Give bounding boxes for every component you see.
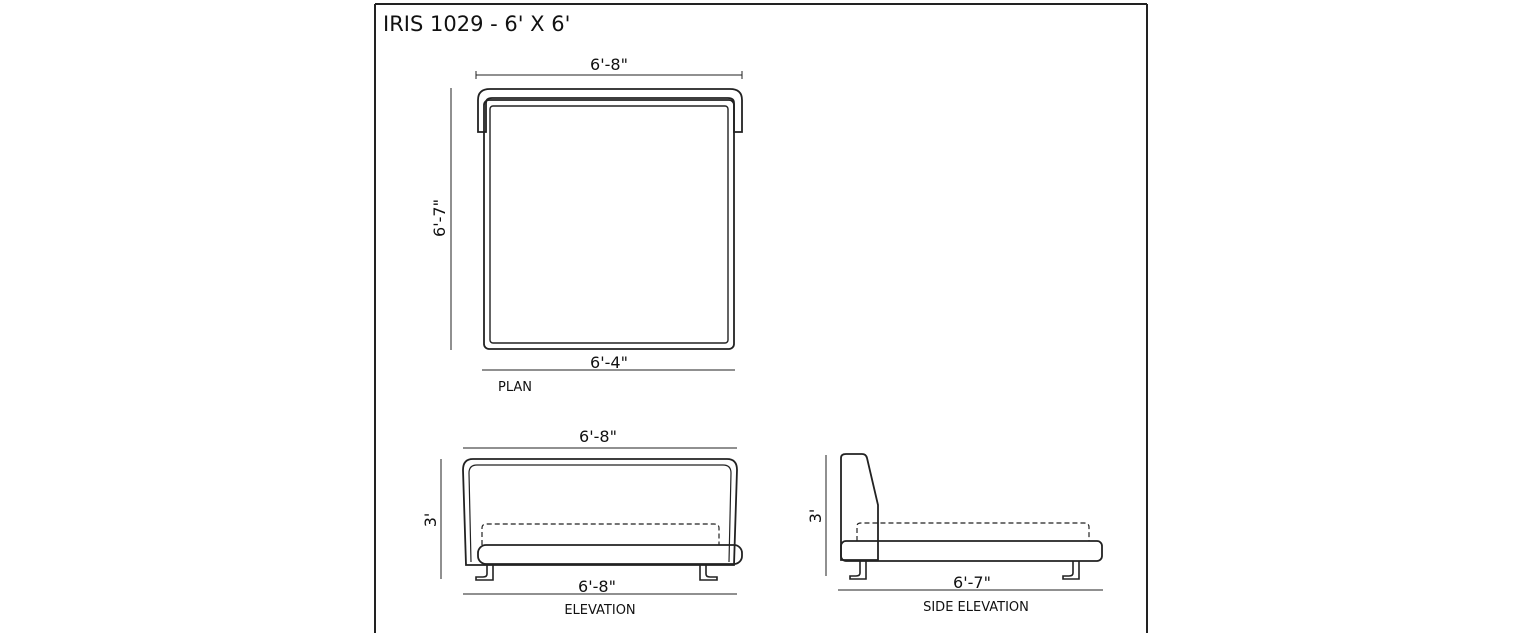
side-elevation-back-leg bbox=[1062, 561, 1080, 580]
plan-bottom-dimension: 6'-4" bbox=[590, 353, 628, 372]
plan-view: 6'-8" 6'-7" 6'-4" PLAN bbox=[430, 55, 743, 395]
plan-label: PLAN bbox=[498, 380, 532, 395]
side-elevation-headboard bbox=[840, 453, 879, 561]
plan-top-dimension: 6'-8" bbox=[590, 55, 628, 74]
side-elevation-bottom-dimension: 6'-7" bbox=[953, 573, 991, 592]
elevation-view: 6'-8" 3' 6'-8" ELEVATION bbox=[421, 427, 743, 618]
plan-bed-frame bbox=[483, 99, 735, 350]
plan-headboard bbox=[477, 88, 743, 133]
elevation-right-leg bbox=[699, 564, 718, 581]
side-elevation-mattress bbox=[856, 522, 1090, 541]
elevation-base bbox=[477, 544, 743, 565]
plan-mattress bbox=[489, 105, 729, 344]
elevation-mattress bbox=[481, 523, 720, 545]
side-elevation-view: 3' 6'-7" SIDE ELEVATION bbox=[806, 453, 1103, 615]
elevation-label: ELEVATION bbox=[564, 603, 635, 618]
side-elevation-front-leg bbox=[849, 561, 867, 580]
elevation-headboard bbox=[462, 458, 738, 566]
side-elevation-base bbox=[840, 540, 1103, 562]
plan-side-dimension: 6'-7" bbox=[430, 199, 449, 237]
drawing-title: IRIS 1029 - 6' X 6' bbox=[383, 12, 570, 36]
elevation-height-dimension: 3' bbox=[421, 513, 440, 528]
elevation-top-dimension: 6'-8" bbox=[579, 427, 617, 446]
sheet-border bbox=[374, 3, 1148, 633]
side-elevation-label: SIDE ELEVATION bbox=[923, 600, 1029, 615]
elevation-left-leg bbox=[475, 564, 494, 581]
side-elevation-height-dimension: 3' bbox=[806, 509, 825, 524]
elevation-bottom-dimension: 6'-8" bbox=[578, 577, 616, 596]
